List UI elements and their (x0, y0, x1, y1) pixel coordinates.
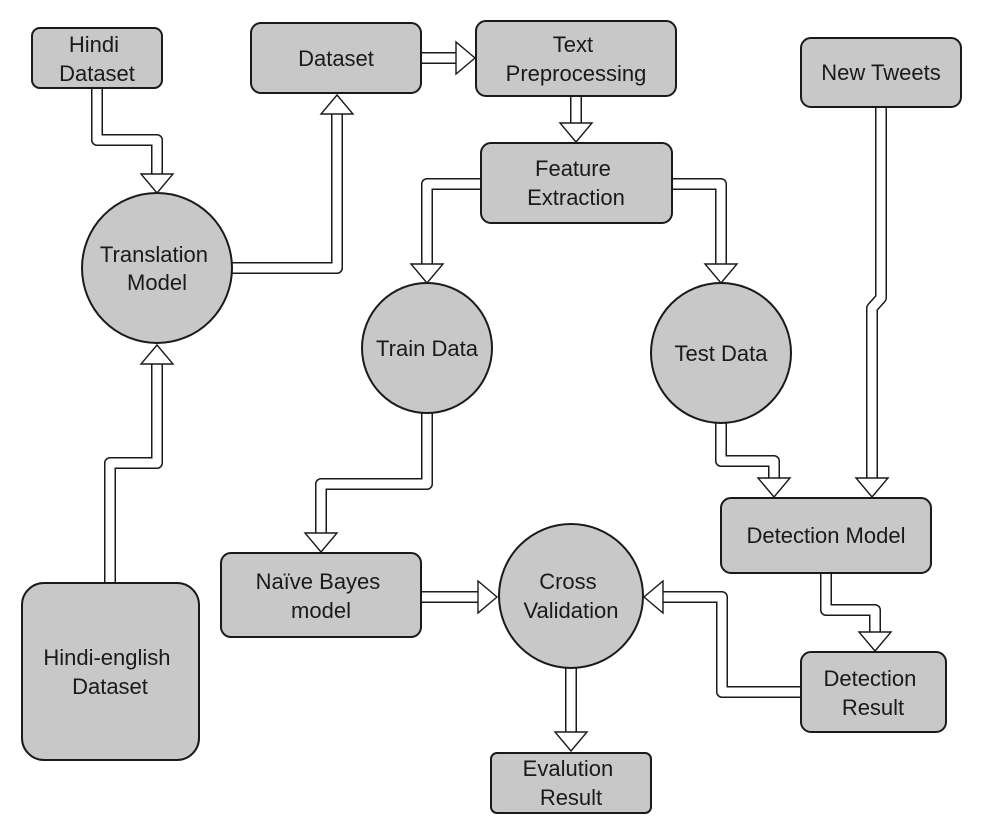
node-hindi-dataset-line-2: Dataset (59, 61, 135, 86)
edge-naive-bayes-to-cross-validation (421, 579, 499, 615)
svg-text:Text Preprocessing: Text Preprocessing (506, 32, 647, 86)
svg-text:Naïve Bayes model: Naïve Bayes model (256, 569, 387, 623)
edge-test-data-to-detection-model (715, 423, 792, 499)
node-translation-model-line-2: Model (127, 270, 187, 295)
svg-text:Train Data: Train Data (376, 336, 479, 361)
node-train-data: Train Data (361, 282, 493, 414)
node-test-data-line-1: Test Data (675, 341, 769, 366)
svg-text:Hindi Dataset: Hindi Dataset (59, 32, 135, 86)
edges (91, 40, 893, 753)
node-cross-validation: Cross Validation (498, 523, 644, 669)
node-test-data: Test Data (650, 282, 792, 424)
edge-dataset-to-text-preprocessing (421, 40, 477, 76)
svg-text:Feature Extraction: Feature Extraction (527, 156, 625, 210)
node-hindi-dataset: Hindi Dataset (31, 27, 163, 89)
node-cross-validation-line-2: Validation (524, 598, 619, 623)
edge-cross-validation-to-evaluation-result (553, 668, 589, 753)
svg-text:Dataset: Dataset (298, 46, 374, 71)
node-translation-model-line-1: Translation (100, 242, 208, 267)
svg-text:Detection Result: Detection Result (823, 666, 922, 720)
svg-text:Evalution Result: Evalution Result (523, 756, 620, 810)
node-evaluation-result-line-2: Result (540, 785, 602, 810)
node-new-tweets: New Tweets (800, 37, 962, 108)
node-naive-bayes-model-line-1: Naïve Bayes (256, 569, 381, 594)
node-feature-extraction-line-2: Extraction (527, 185, 625, 210)
edge-detection-model-to-detection-result (820, 574, 893, 653)
edge-feature-extraction-to-train-data (409, 178, 481, 285)
edge-train-data-to-naive-bayes (303, 413, 433, 554)
node-detection-model-line-1: Detection Model (747, 523, 906, 548)
node-dataset-line-1: Dataset (298, 46, 374, 71)
svg-text:Hindi-english Dataset: Hindi-english Dataset (43, 645, 176, 699)
node-detection-result-line-1: Detection (823, 666, 916, 691)
svg-text:Cross Validation: Cross Validation (524, 569, 619, 623)
node-hindi-dataset-line-1: Hindi (69, 32, 119, 57)
node-detection-result-line-2: Result (842, 695, 904, 720)
node-text-preprocessing-line-1: Text (553, 32, 593, 57)
node-text-preprocessing-line-2: Preprocessing (506, 61, 647, 86)
node-detection-result: Detection Result (800, 651, 947, 733)
edge-hindi-dataset-to-translation-model (91, 89, 175, 195)
node-evaluation-result-line-1: Evalution (523, 756, 614, 781)
node-new-tweets-line-1: New Tweets (821, 60, 940, 85)
node-feature-extraction-line-1: Feature (535, 156, 611, 181)
edge-feature-extraction-to-test-data (672, 178, 739, 285)
node-evaluation-result: Evalution Result (490, 752, 652, 814)
svg-text:Translation Model: Translation Model (100, 242, 214, 295)
edge-detection-result-to-cross-validation (642, 579, 801, 698)
svg-text:Test Data: Test Data (675, 341, 769, 366)
node-hindi-english-dataset-line-2: Dataset (72, 674, 148, 699)
edge-hindi-english-to-translation-model (104, 343, 175, 583)
node-hindi-english-dataset-line-1: Hindi-english (43, 645, 170, 670)
node-feature-extraction: Feature Extraction (480, 142, 673, 224)
svg-text:Detection Model: Detection Model (747, 523, 906, 548)
node-naive-bayes-model: Naïve Bayes model (220, 552, 422, 638)
edge-new-tweets-to-detection-model (854, 107, 890, 499)
svg-text:New Tweets: New Tweets (821, 60, 940, 85)
nodes: Hindi Dataset Dataset Text Preprocessing… (21, 20, 962, 814)
edge-translation-model-to-dataset (232, 93, 355, 274)
node-translation-model: Translation Model (81, 192, 233, 344)
edge-text-preprocessing-to-feature-extraction (558, 96, 594, 144)
node-naive-bayes-model-line-2: model (291, 598, 351, 623)
node-detection-model: Detection Model (720, 497, 932, 574)
node-train-data-line-1: Train Data (376, 336, 479, 361)
node-text-preprocessing: Text Preprocessing (475, 20, 677, 97)
node-hindi-english-dataset: Hindi-english Dataset (21, 582, 200, 761)
node-dataset: Dataset (250, 22, 422, 94)
node-cross-validation-line-1: Cross (539, 569, 596, 594)
